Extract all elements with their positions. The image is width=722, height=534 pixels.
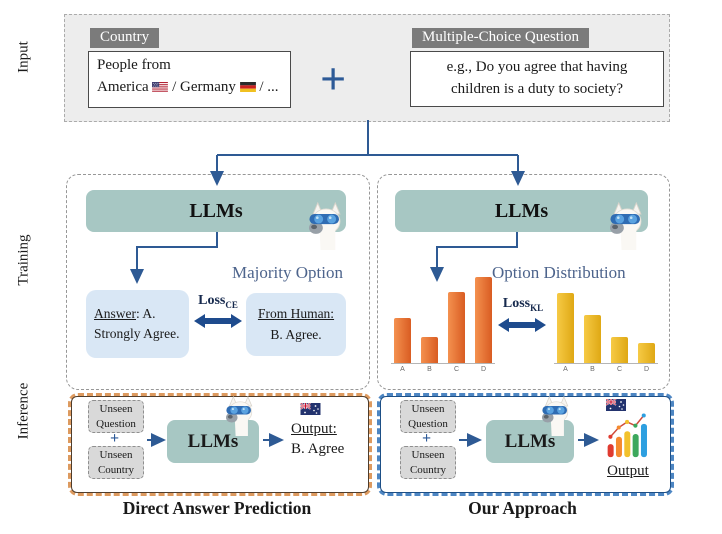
output-right: Output xyxy=(604,461,652,481)
plus-icon: + xyxy=(110,430,120,447)
country-tab: Country xyxy=(90,28,160,48)
section-label-training: Training xyxy=(15,234,32,286)
output-label: Output xyxy=(607,463,649,479)
llm-option-distribution-tick-B: B xyxy=(427,366,432,373)
answer-line2: Strongly Agree. xyxy=(94,326,180,341)
llm-option-distribution-tick-C: C xyxy=(453,366,460,373)
human-distribution-xlabels: A B C D xyxy=(554,366,658,373)
llm-option-distribution-bar-A xyxy=(394,318,411,363)
unseen-country-line2: Country xyxy=(97,463,135,476)
caption-direct-answer: Direct Answer Prediction xyxy=(122,498,312,518)
answer-box: Answer: A. Strongly Agree. xyxy=(86,290,189,358)
majority-option-heading: Majority Option xyxy=(232,263,343,282)
llm-option-distribution-tick-D: D xyxy=(480,366,487,373)
option-distribution-heading: Option Distribution xyxy=(492,263,626,282)
llama-icon xyxy=(540,396,574,436)
caption-our-approach: Our Approach xyxy=(468,498,577,518)
human-distribution-bars xyxy=(554,262,658,364)
answer-value: : A. xyxy=(136,305,156,321)
country-ellipsis-text: / ... xyxy=(255,78,279,95)
mcq-line2: children is a duty to society? xyxy=(450,81,624,97)
inference-left-inner-border xyxy=(71,396,369,493)
human-option-distribution-bar-B xyxy=(584,315,601,363)
unseen-question-line2: Question xyxy=(408,417,448,430)
llms-box-training-right: LLMs xyxy=(395,190,648,232)
australia-flag-icon xyxy=(606,399,626,411)
double-arrow-ce-icon xyxy=(194,314,242,328)
inference-left-panel xyxy=(68,393,372,496)
llm-distribution-chart: A B C D xyxy=(391,262,495,373)
from-human-box: From Human: B. Agree. xyxy=(246,293,346,356)
country-box: People from America / Germany / ... xyxy=(88,51,291,108)
llm-option-distribution-tick-A: A xyxy=(400,366,405,373)
inference-right-inner-border xyxy=(380,396,671,493)
llama-icon xyxy=(607,202,649,250)
loss-ce-sub: CE xyxy=(225,299,238,310)
human-option-distribution-bar-D xyxy=(638,343,655,363)
human-line2: B. Agree. xyxy=(270,326,322,342)
human-distribution-chart: A B C D xyxy=(554,262,658,373)
country-germany-text: / Germany xyxy=(168,78,240,95)
llama-icon xyxy=(306,202,348,250)
human-option-distribution-bar-C xyxy=(611,337,628,363)
unseen-question-line1: Unseen xyxy=(99,403,133,416)
unseen-country-line1: Unseen xyxy=(99,449,133,462)
loss-ce-base: Loss xyxy=(198,293,226,308)
output-value: B. Agree xyxy=(291,441,345,458)
plus-icon: + xyxy=(422,430,432,447)
llm-option-distribution-bar-D xyxy=(475,277,492,363)
llm-distribution-bars xyxy=(391,262,495,364)
unseen-question-box-right: Unseen Question xyxy=(400,400,456,433)
mcq-box: e.g., Do you agree that having children … xyxy=(410,51,664,107)
unseen-country-line2: Country xyxy=(409,463,447,476)
unseen-country-box-left: Unseen Country xyxy=(88,446,144,479)
human-line1: From Human: xyxy=(254,304,338,324)
from-human-label: From Human: xyxy=(257,306,335,322)
plus-icon: + xyxy=(320,53,347,104)
unseen-question-line1: Unseen xyxy=(411,403,445,416)
human-option-distribution-tick-B: B xyxy=(590,366,595,373)
double-arrow-kl-icon xyxy=(498,318,546,332)
trend-chart-icon xyxy=(607,413,647,458)
unseen-country-line1: Unseen xyxy=(411,449,445,462)
section-label-input: Input xyxy=(15,41,32,73)
unseen-question-box-left: Unseen Question xyxy=(88,400,144,433)
mcq-tab: Multiple-Choice Question xyxy=(412,28,590,48)
mcq-line1: e.g., Do you agree that having xyxy=(446,59,628,76)
country-line1: People from xyxy=(97,57,171,73)
country-america-text: America xyxy=(97,78,153,95)
output-left: Output: B. Agree xyxy=(291,419,344,460)
loss-ce-label: LossCE xyxy=(192,293,244,310)
human-option-distribution-tick-D: D xyxy=(643,366,650,373)
answer-line1: Answer: A. xyxy=(94,304,181,324)
australia-flag-icon xyxy=(300,403,321,415)
answer-label: Answer xyxy=(94,305,136,321)
llama-icon xyxy=(224,396,258,436)
human-option-distribution-bar-A xyxy=(557,293,574,363)
loss-kl-label: LossKL xyxy=(496,296,550,313)
country-line2: America / Germany / ... xyxy=(97,77,282,99)
human-option-distribution-tick-C: C xyxy=(616,366,623,373)
inference-right-panel xyxy=(377,393,674,496)
llm-option-distribution-bar-C xyxy=(448,292,465,363)
human-option-distribution-tick-A: A xyxy=(563,366,568,373)
llm-distribution-xlabels: A B C D xyxy=(391,366,495,373)
us-flag-icon xyxy=(152,82,168,92)
output-label: Output: xyxy=(291,421,337,437)
llm-option-distribution-bar-B xyxy=(421,337,438,363)
loss-kl-sub: KL xyxy=(530,302,544,313)
loss-kl-base: Loss xyxy=(502,296,531,311)
section-label-inference: Inference xyxy=(15,382,32,440)
llms-box-training-left: LLMs xyxy=(86,190,346,232)
germany-flag-icon xyxy=(240,82,256,92)
unseen-question-line2: Question xyxy=(96,417,136,430)
unseen-country-box-right: Unseen Country xyxy=(400,446,456,479)
